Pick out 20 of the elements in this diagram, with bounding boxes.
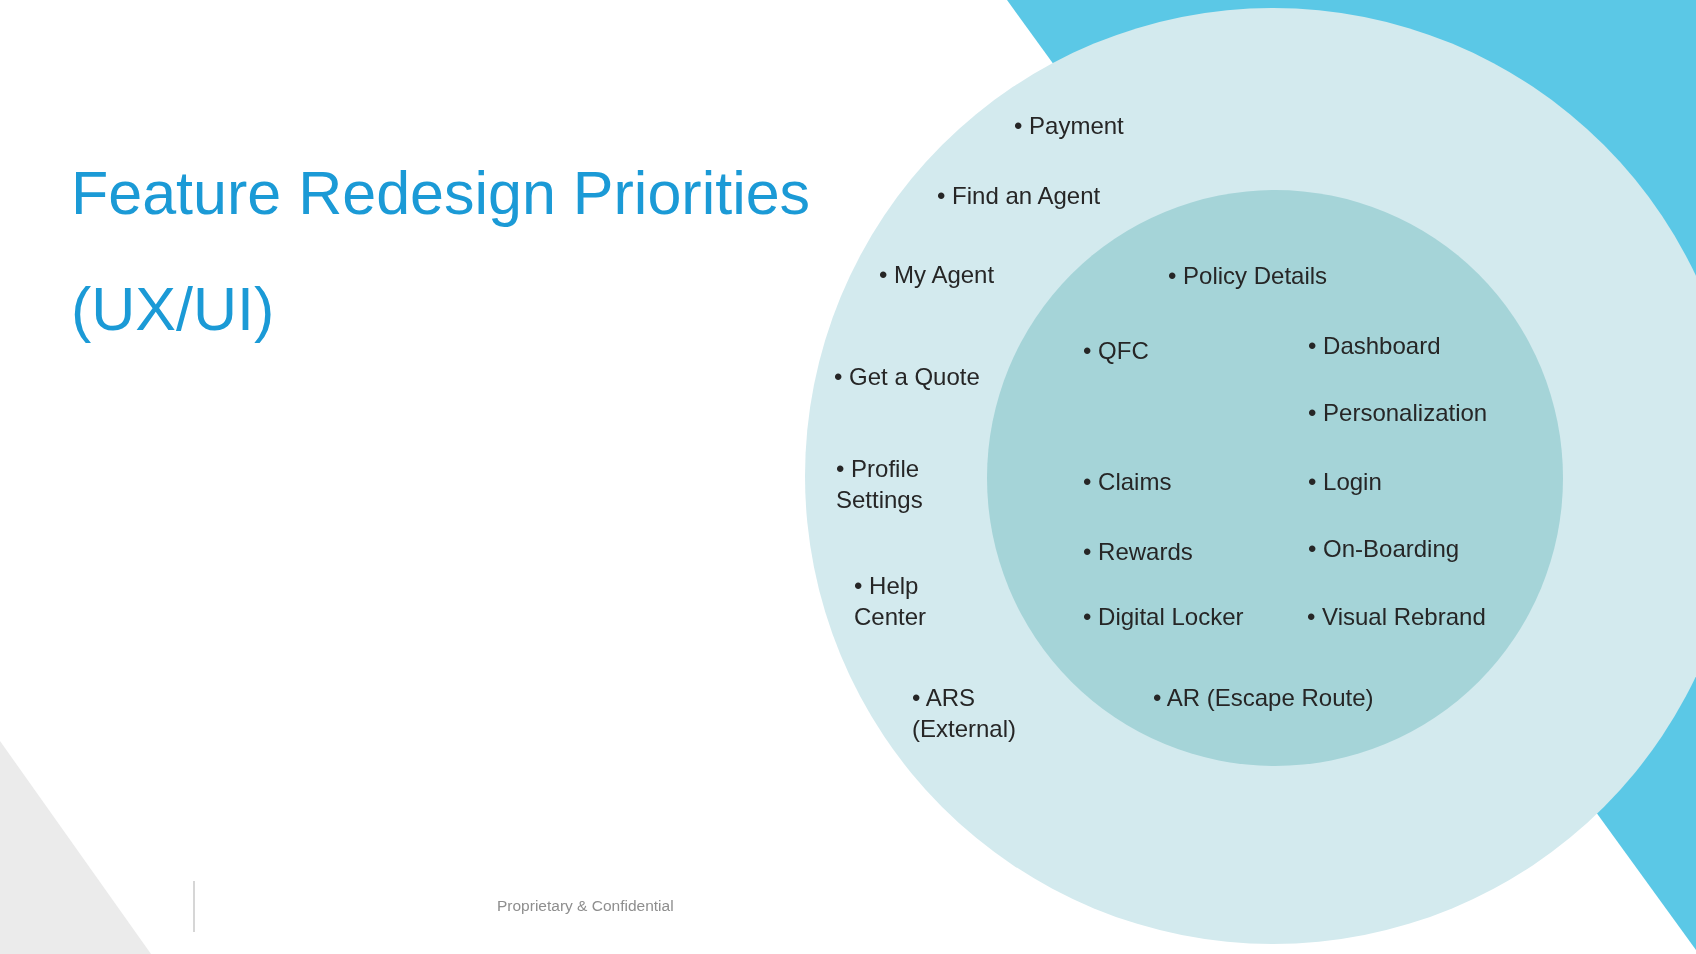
bullet-item: • Get a Quote [834, 362, 980, 392]
bullet-item: • ARS (External) [912, 683, 1018, 744]
bullet-item: • On-Boarding [1308, 534, 1460, 564]
bullet-item: • Payment [1014, 111, 1124, 141]
footer-note: Proprietary & Confidential [497, 896, 674, 916]
bullet-item: • Dashboard [1308, 331, 1441, 361]
bullet-item: • Profile Settings [836, 454, 924, 515]
bullet-item: • QFC [1083, 336, 1149, 366]
bullet-item: • Visual Rebrand [1307, 602, 1486, 632]
bullet-item: • Policy Details [1168, 261, 1328, 291]
slide-title: Feature Redesign Priorities (UX/UI) [71, 158, 812, 345]
bullet-item: • Login [1308, 467, 1382, 497]
bullet-item: • Digital Locker [1083, 602, 1244, 632]
bullet-item: • Claims [1083, 467, 1172, 497]
bullet-item: • Personalization [1308, 398, 1488, 428]
bullet-item: • Find an Agent [937, 181, 1101, 211]
bullet-item: • Help Center [854, 571, 928, 632]
bullet-item: • My Agent [879, 260, 995, 290]
bullet-item: • AR (Escape Route) [1153, 683, 1374, 713]
bullet-item: • Rewards [1083, 537, 1193, 567]
